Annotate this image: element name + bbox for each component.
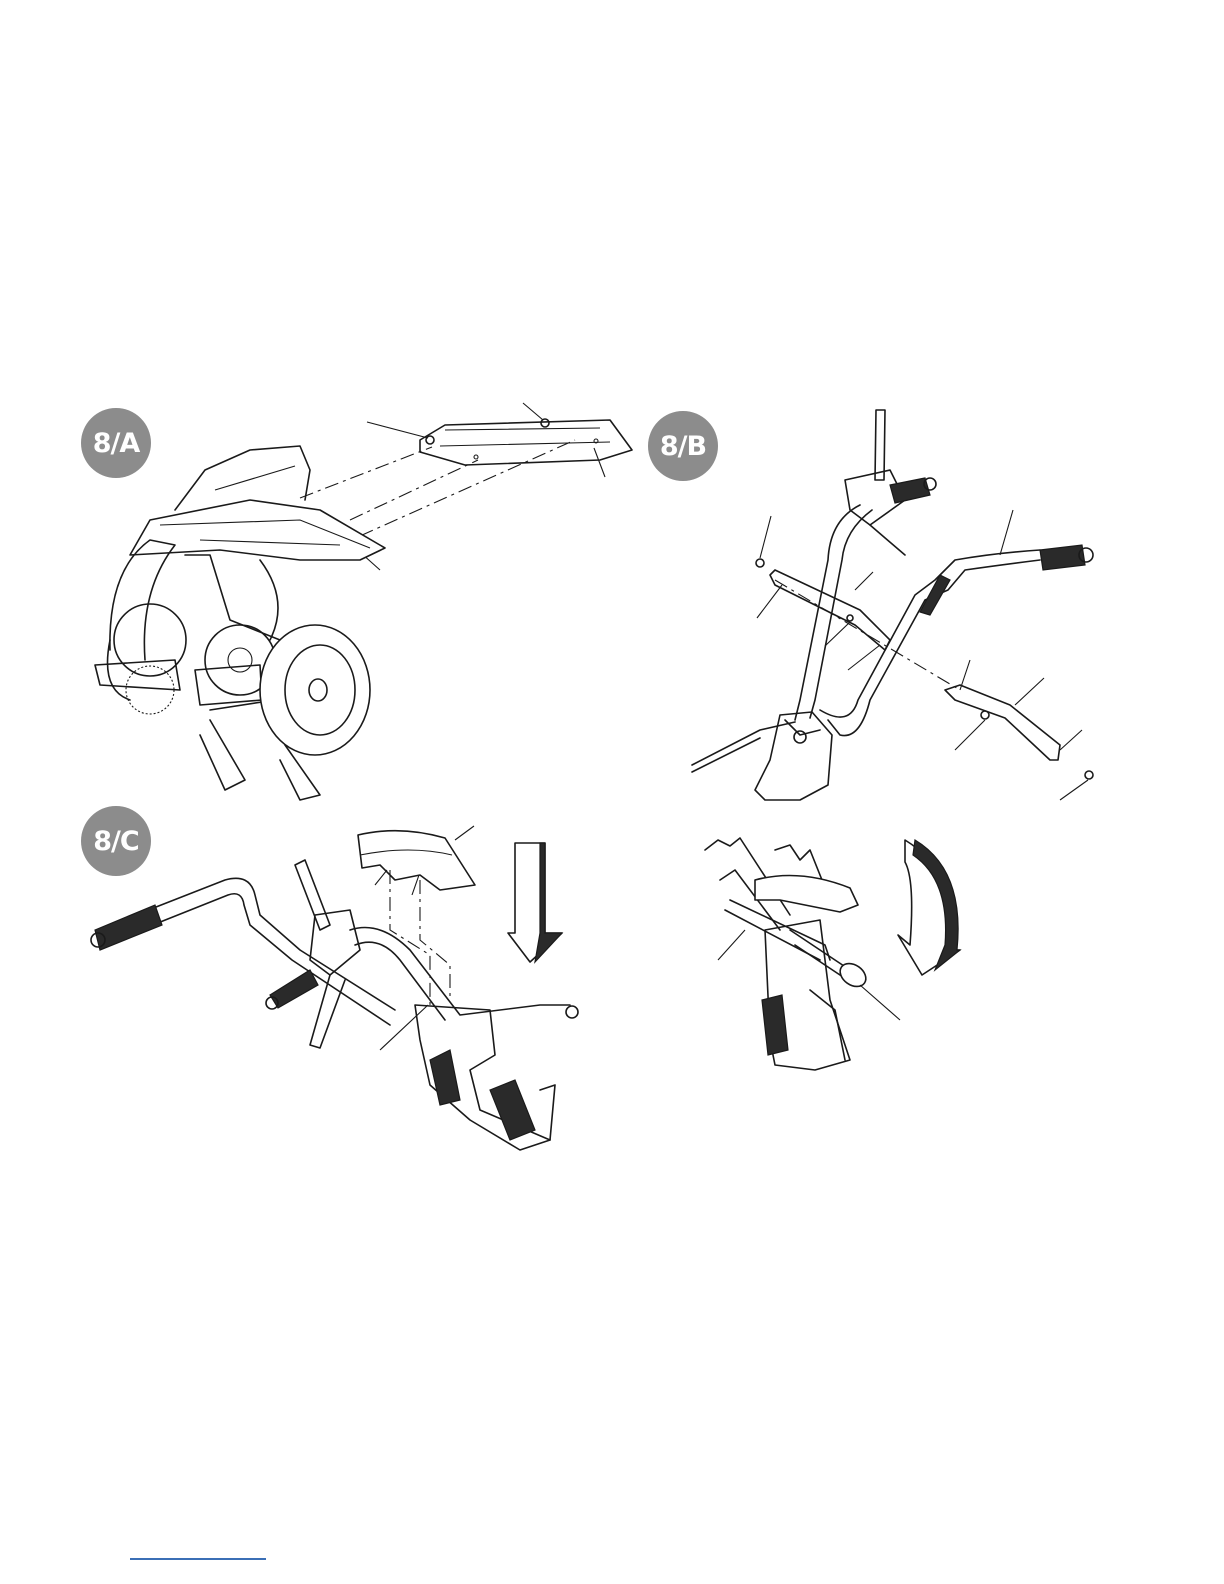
handle-grip — [1040, 545, 1085, 570]
figure-8d-illustration — [705, 838, 960, 1070]
down-arrow-icon — [508, 843, 562, 962]
tiller-shield-installed — [130, 500, 385, 560]
footer-link-underline — [130, 1558, 266, 1560]
figure-8c-illustration — [91, 826, 578, 1150]
figure-8b-illustration — [692, 410, 1093, 800]
wheel — [260, 625, 370, 755]
figure-8a-illustration — [95, 403, 632, 800]
shroud-cover-installed — [755, 876, 858, 913]
